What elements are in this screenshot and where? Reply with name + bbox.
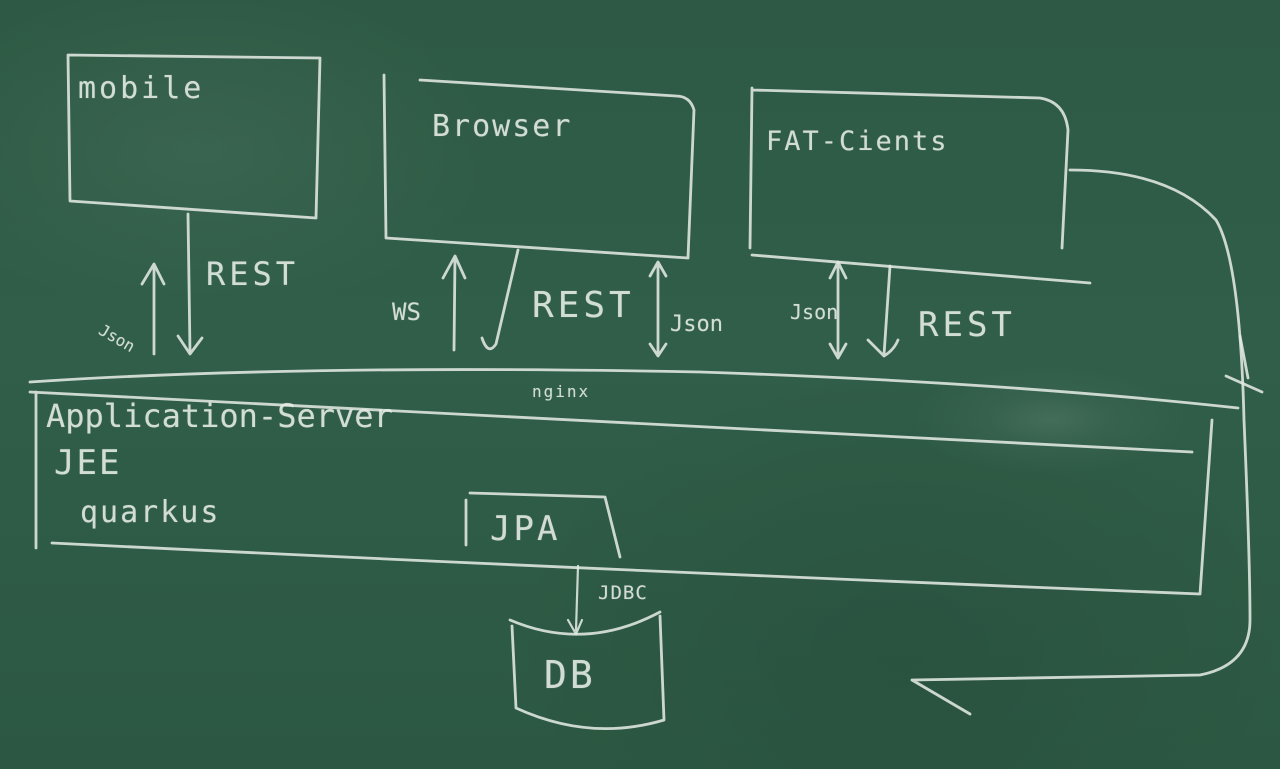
browser-box: [382, 73, 696, 260]
quarkus-label: quarkus: [80, 495, 221, 530]
fat-rest-arrow: [866, 264, 900, 358]
browser-rest-label: REST: [532, 285, 635, 326]
jdbc-arrow: [566, 564, 584, 636]
fat-clients-label: FAT-Cients: [766, 126, 949, 157]
mobile-down-arrow: [176, 212, 204, 356]
jpa-box: [464, 491, 622, 559]
mobile-rest-label: REST: [206, 255, 300, 293]
mobile-up-arrow: [140, 262, 166, 356]
fat-json-arrow: [828, 260, 848, 360]
browser-ws-arrow: [441, 254, 467, 352]
browser-json-arrow: [648, 260, 668, 358]
fat-clients-box: [748, 86, 1092, 285]
browser-json-label: Json: [670, 312, 723, 337]
browser-ws-label: WS: [392, 298, 421, 326]
fat-client-bypass-route: [910, 168, 1252, 716]
db-label: DB: [544, 653, 596, 697]
nginx-line: [28, 368, 1240, 410]
app-server-label: Application-Server: [46, 397, 393, 435]
browser-label: Browser: [432, 109, 573, 144]
fat-json-label: Json: [790, 300, 839, 324]
mobile-box: [66, 53, 322, 220]
jpa-label: JPA: [490, 509, 561, 549]
db-cylinder: [508, 610, 666, 731]
jdbc-label: JDBC: [598, 582, 648, 604]
mobile-label: mobile: [78, 71, 205, 106]
app-server-box: [28, 390, 1214, 596]
nginx-label: nginx: [532, 382, 591, 401]
fat-rest-label: REST: [918, 305, 1016, 345]
bypass-cross-mark: [1224, 334, 1264, 394]
jee-label: JEE: [54, 443, 122, 483]
browser-rest-arrow: [480, 248, 520, 351]
